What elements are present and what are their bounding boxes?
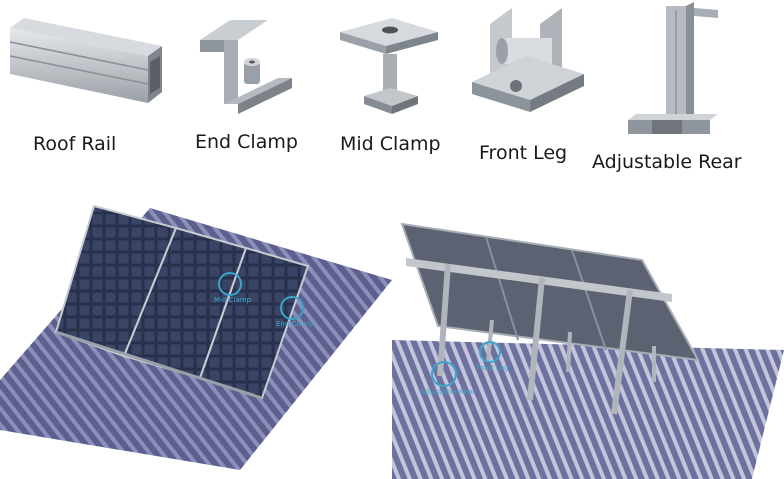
part-label-roof-rail: Roof Rail — [33, 133, 117, 155]
tilt-mount-scene: Adjustable Rear Front Leg — [392, 200, 784, 479]
callout-mid-clamp: Mid Clamp — [214, 272, 252, 304]
callout-label-mid-clamp: Mid Clamp — [214, 296, 252, 304]
part-label-adjustable-rear: Adjustable Rear — [592, 151, 742, 173]
callout-front-leg: Front Leg — [476, 341, 508, 372]
callout-label-adjustable-rear: Adjustable Rear — [420, 388, 475, 396]
callout-adjustable-rear: Adjustable Rear — [420, 361, 475, 396]
callout-end-clamp: End Clamp — [276, 296, 314, 328]
part-label-mid-clamp: Mid Clamp — [340, 133, 441, 155]
callout-label-end-clamp: End Clamp — [276, 320, 314, 328]
part-label-front-leg: Front Leg — [479, 142, 568, 164]
callout-label-front-leg: Front Leg — [476, 364, 508, 372]
roof-rail-image — [8, 8, 168, 118]
adjustable-rear-image — [622, 2, 722, 138]
part-label-end-clamp: End Clamp — [195, 131, 298, 153]
flush-mount-scene: Mid Clamp End Clamp — [0, 200, 392, 479]
end-clamp-image — [196, 8, 301, 120]
mid-clamp-image — [334, 10, 444, 122]
front-leg-image — [468, 4, 588, 124]
